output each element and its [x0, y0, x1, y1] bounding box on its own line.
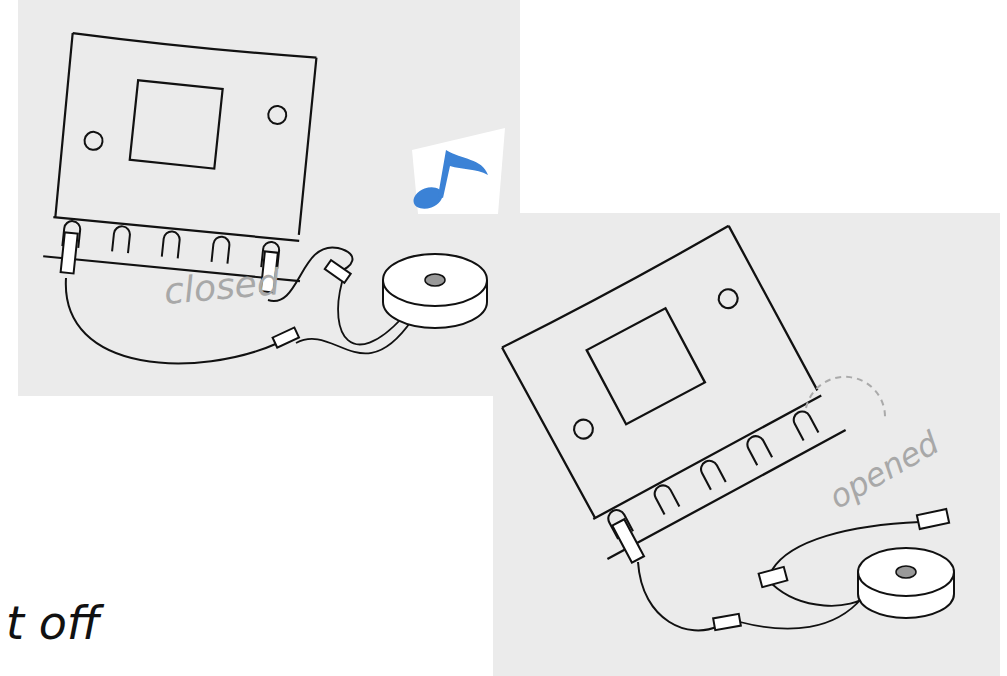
alligator-clip: [713, 614, 741, 630]
state-label: closed: [163, 264, 281, 310]
clips: [612, 519, 644, 562]
buzzer-top: [383, 254, 487, 306]
buzzer-hole: [425, 274, 445, 286]
alligator-clip: [273, 327, 299, 347]
alligator-clip: [612, 519, 644, 562]
alligator-clip: [61, 232, 78, 273]
buzzer: [383, 254, 487, 328]
caption-fragment: t off: [6, 600, 100, 646]
music-note: [410, 150, 488, 213]
buzzer-hole: [896, 566, 916, 578]
buzzer-leads: [740, 584, 870, 629]
wire: [638, 562, 718, 630]
buzzer: [858, 548, 954, 618]
left-panel: [18, 0, 520, 396]
right-panel: [493, 213, 1000, 676]
board: [43, 31, 323, 283]
note-stem: [438, 150, 488, 198]
alligator-clip: [917, 509, 949, 529]
dashed-arc: [806, 377, 885, 418]
buzzer-top: [858, 548, 954, 596]
board: [496, 222, 847, 559]
alligator-clip: [325, 260, 351, 283]
